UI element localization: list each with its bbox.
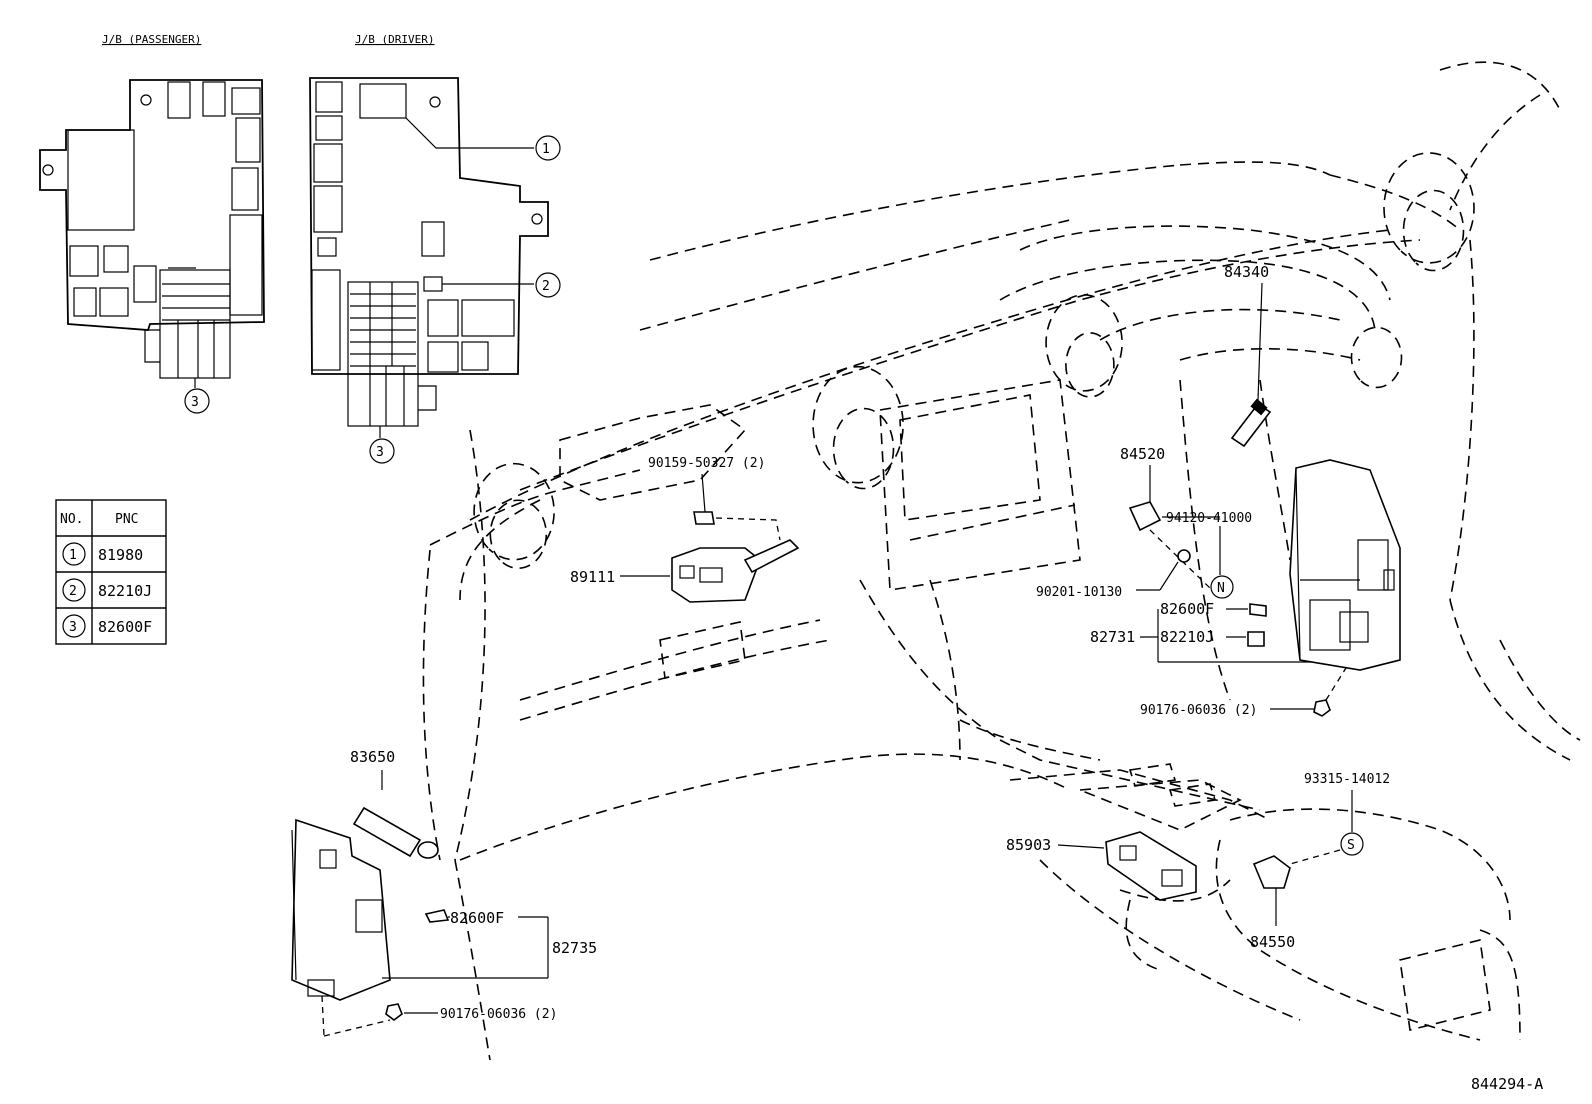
svg-text:90176-06036 (2): 90176-06036 (2) (440, 1007, 557, 1022)
part-82735-module: 82600F 82735 (291, 818, 597, 1037)
svg-text:3: 3 (69, 620, 77, 635)
pnc-header-pnc: PNC (115, 512, 138, 527)
svg-text:N: N (1217, 581, 1225, 596)
svg-text:2: 2 (542, 279, 550, 294)
part-90201-washer: 90201-10130 (1036, 549, 1191, 600)
svg-text:84520: 84520 (1120, 445, 1165, 463)
pnc-row-1: 81980 (98, 546, 143, 564)
figure-id: 844294-A (1471, 1075, 1543, 1093)
part-94120-nut: 94120-41000 N (1162, 511, 1252, 599)
svg-text:1: 1 (69, 548, 77, 563)
part-84550-switch: 84550 (1250, 855, 1295, 951)
part-90159-bolt: 90159-50327 (2) (648, 456, 781, 541)
part-82731-module (1289, 459, 1401, 671)
svg-text:94120-41000: 94120-41000 (1166, 511, 1252, 526)
junction-box-driver: J/B (DRIVER) (309, 33, 561, 464)
svg-text:90176-06036 (2): 90176-06036 (2) (1140, 703, 1257, 718)
part-83650-antenna: 83650 (350, 748, 439, 859)
callout-1 (535, 135, 561, 161)
part-85903-unit: 85903 (1006, 831, 1197, 901)
svg-text:93315-14012: 93315-14012 (1304, 772, 1390, 787)
dashboard-outline (422, 61, 1581, 1061)
pnc-row-3: 82600F (98, 618, 152, 636)
svg-text:82210J: 82210J (1160, 628, 1214, 646)
svg-text:1: 1 (542, 142, 550, 157)
part-84340-sensor: 84340 (1224, 263, 1272, 448)
part-93315-screw: 93315-14012 S (1289, 772, 1390, 865)
jb-passenger-label: J/B (PASSENGER) (102, 33, 201, 46)
svg-text:S: S (1347, 838, 1355, 853)
callout-2 (535, 272, 561, 298)
jb-driver-label: J/B (DRIVER) (355, 33, 434, 46)
svg-text:82600F: 82600F (450, 909, 504, 927)
pnc-row-2: 82210J (98, 582, 152, 600)
svg-text:82735: 82735 (552, 939, 597, 957)
part-84520-switch: 84520 (1120, 445, 1213, 591)
junction-box-passenger: J/B (PASSENGER) 3 (39, 33, 265, 414)
svg-text:90159-50327 (2): 90159-50327 (2) (648, 456, 765, 471)
svg-text:85903: 85903 (1006, 836, 1051, 854)
part-90176-nut-left: 90176-06036 (2) (385, 1003, 557, 1022)
part-89111-switch: 89111 (570, 539, 800, 603)
pnc-table: NO. PNC 1 81980 2 82210J 3 82600F (55, 499, 167, 645)
svg-text:89111: 89111 (570, 568, 615, 586)
callout-3-passenger (184, 388, 210, 414)
svg-text:3: 3 (376, 445, 384, 460)
svg-text:3: 3 (191, 395, 199, 410)
callout-3-driver (369, 438, 395, 464)
mark-s (1340, 832, 1364, 856)
svg-text:90201-10130: 90201-10130 (1036, 585, 1122, 600)
mark-n (1210, 575, 1234, 599)
svg-text:84550: 84550 (1250, 933, 1295, 951)
driver-fuse-block (347, 281, 437, 427)
part-90176-nut-right: 90176-06036 (2) (1140, 667, 1347, 718)
svg-text:84340: 84340 (1224, 263, 1269, 281)
pnc-header-no: NO. (60, 512, 83, 527)
svg-text:82731: 82731 (1090, 628, 1135, 646)
svg-text:2: 2 (69, 584, 77, 599)
svg-text:83650: 83650 (350, 748, 395, 766)
svg-text:82600F: 82600F (1160, 600, 1214, 618)
